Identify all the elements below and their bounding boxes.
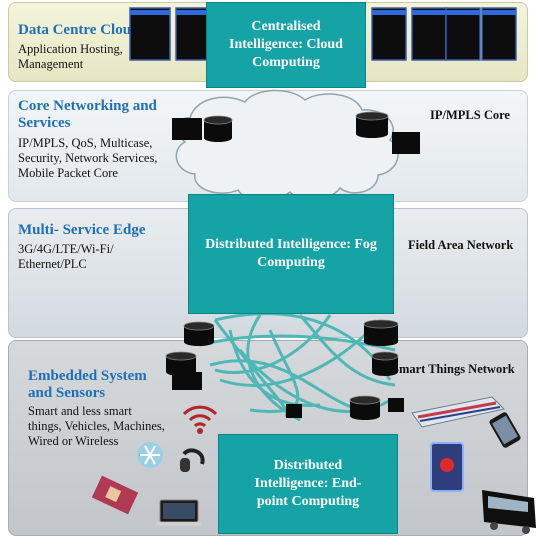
router-top	[363, 319, 399, 329]
bus-icon	[482, 490, 536, 534]
embedded-systems-title: Embedded System and Sensors	[28, 368, 147, 402]
multi-service-edge-desc: 3G/4G/LTE/Wi-Fi/ Ethernet/PLC	[18, 242, 114, 272]
cloud-icon	[175, 89, 399, 201]
box-line: Intelligence: End-	[254, 476, 362, 491]
wifi-icon	[182, 405, 218, 434]
multi-service-edge-title: Multi- Service Edge	[18, 222, 146, 238]
smart-things-network-label: Smart Things Network	[392, 362, 515, 376]
data-centre-title: Data Centre Cloud	[18, 22, 140, 38]
core-networking-desc: IP/MPLS, QoS, Multicase, Security, Netwo…	[18, 136, 157, 181]
train-icon	[411, 396, 505, 428]
server-rack-led	[372, 10, 406, 15]
router-icon	[204, 120, 232, 138]
router-top	[349, 395, 381, 405]
field-area-network-label: Field Area Network	[408, 238, 514, 252]
desc-line: IP/MPLS, QoS, Multicase,	[18, 136, 153, 150]
router-bottom	[184, 338, 214, 346]
server-rack-led	[176, 10, 216, 15]
endpoint-computing-box: Distributed Intelligence: End- point Com…	[218, 434, 398, 534]
traffic-light-icon	[430, 442, 464, 492]
box-line: Distributed	[273, 458, 343, 473]
server-rack-led	[130, 10, 170, 15]
server-rack-icon	[371, 7, 407, 61]
router-bottom	[372, 368, 398, 376]
box-line: point Computing	[256, 494, 360, 509]
router-top	[355, 111, 389, 121]
router-icon	[166, 356, 196, 372]
device-icon	[388, 398, 404, 412]
box-line: Centralised	[251, 19, 321, 34]
box-line: Computing	[257, 255, 325, 270]
desc-line: Mobile Packet Core	[18, 166, 118, 180]
desc-line: Smart and less smart	[28, 404, 132, 418]
title-line: Services	[18, 115, 71, 131]
server-rack-led	[482, 10, 516, 15]
router-top	[183, 321, 215, 331]
mesh-link	[214, 314, 332, 375]
box-line: Distributed Intelligence: Fog	[205, 237, 377, 252]
router-icon	[350, 400, 380, 416]
data-centre-desc: Application Hosting, Management	[18, 42, 123, 72]
core-networking-title: Core Networking and Services	[18, 98, 157, 132]
mesh-link	[249, 329, 300, 413]
router-bottom	[350, 412, 380, 420]
title-line: and Sensors	[28, 385, 106, 401]
server-rack-icon	[129, 7, 171, 61]
fog-computing-box: Distributed Intelligence: Fog Computing	[188, 194, 394, 314]
router-icon	[364, 324, 398, 342]
desc-line: 3G/4G/LTE/Wi-Fi/	[18, 242, 114, 256]
snowflake-sensor-icon	[137, 442, 163, 468]
cloud-computing-box: Centralised Intelligence: Cloud Computin…	[206, 2, 366, 88]
server-rack-led	[412, 10, 446, 15]
switch-icon	[392, 132, 420, 154]
router-icon	[184, 326, 214, 342]
mesh-link	[298, 314, 396, 387]
router-icon	[372, 356, 398, 372]
box-line: Intelligence: Cloud	[229, 37, 343, 52]
desc-line: Application Hosting,	[18, 42, 123, 56]
bluetooth-headset-icon	[180, 448, 205, 472]
switch-icon	[172, 118, 202, 140]
ip-mpls-core-label: IP/MPLS Core	[430, 108, 510, 122]
switch-icon	[172, 372, 202, 390]
device-icon	[286, 404, 302, 418]
router-icon	[356, 116, 388, 134]
router-bottom	[356, 130, 388, 138]
server-rack-led	[446, 10, 480, 15]
laptop-icon	[156, 499, 202, 526]
box-line: Computing	[252, 55, 320, 70]
router-top	[371, 351, 399, 361]
title-line: Embedded System	[28, 368, 147, 384]
router-top	[203, 115, 233, 125]
desc-line: things, Vehicles, Machines,	[28, 419, 165, 433]
router-top	[165, 351, 197, 361]
desc-line: Wired or Wireless	[28, 434, 119, 448]
circuit-board-icon	[91, 475, 139, 515]
router-bottom	[364, 338, 398, 346]
server-rack-icon	[411, 7, 447, 61]
embedded-systems-desc: Smart and less smart things, Vehicles, M…	[28, 404, 165, 449]
title-line: Core Networking and	[18, 98, 157, 114]
router-icon	[172, 111, 420, 154]
router-bottom	[204, 134, 232, 142]
mesh-link	[219, 328, 372, 387]
desc-line: Security, Network Services,	[18, 151, 158, 165]
desc-line: Ethernet/PLC	[18, 257, 87, 271]
server-rack-icon	[445, 7, 481, 61]
smartphone-icon	[489, 412, 521, 448]
server-rack-icon	[481, 7, 517, 61]
desc-line: Management	[18, 57, 84, 71]
